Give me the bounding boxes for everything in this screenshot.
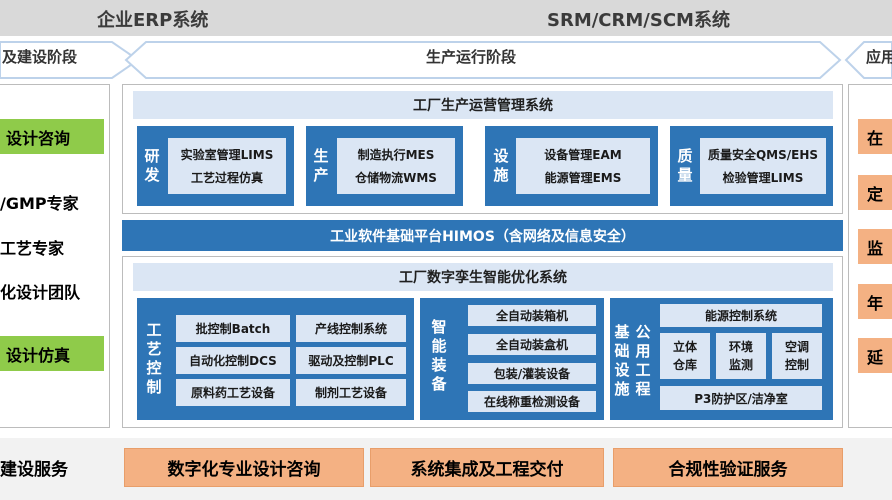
smart-equipment-item: 全自动装箱机 [468,305,596,326]
energy-control-item: 能源控制系统 [660,304,822,327]
utility-item: 空调控制 [772,333,822,379]
left-item: /GMP专家 [0,184,104,219]
phase-middle-label: 生产运行阶段 [426,48,517,66]
middle-phase-arrow [124,41,842,79]
phase-arrows [0,36,892,84]
utility-item-line: 控制 [784,358,809,372]
right-item: 定 [858,175,892,210]
ops-group-items: 实验室管理LIMS 工艺过程仿真 [168,138,286,194]
smart-equipment-item: 在线称重检测设备 [468,391,596,412]
service-box: 合规性验证服务 [613,448,843,487]
process-control-item: 自动化控制DCS [176,347,290,374]
top-band [0,0,892,36]
service-box: 数字化专业设计咨询 [124,448,364,487]
smart-equipment-item: 全自动装盒机 [468,334,596,355]
right-item: 年 [858,284,892,319]
platform-title: 工业软件基础平台HIMOS（含网络及信息安全） [330,228,635,245]
ops-item: 制造执行MES [357,148,435,162]
public-works-label: 公用工程 [635,323,651,398]
ops-group-items: 设备管理EAM 能源管理EMS [516,138,650,194]
utility-item: 环境监测 [716,333,766,379]
left-item-label: 设计咨询 [6,128,71,148]
ops-group-label: 生产 [313,147,329,184]
cleanroom-item: P3防护区/洁净室 [660,386,822,410]
ops-group-label: 研发 [144,147,160,184]
right-item-label: 定 [867,184,884,204]
utility-item-line: 环境 [728,340,753,354]
process-control-label: 工艺控制 [146,321,162,396]
ops-item: 检验管理LIMS [722,171,804,185]
process-control-item: 驱动及控制PLC [296,347,406,374]
ops-item: 质量安全QMS/EHS [707,148,819,162]
ops-item: 工艺过程仿真 [190,171,263,185]
phase-right-label: 应用 [866,48,892,66]
process-control-item: 原料药工艺设备 [176,379,290,406]
infrastructure-label: 基础设施 [614,323,630,398]
right-item: 监 [858,229,892,264]
right-phase-arrow [844,41,892,79]
process-control-item: 产线控制系统 [296,315,406,342]
platform-bar: 工业软件基础平台HIMOS（含网络及信息安全） [122,220,843,251]
left-item: 化设计团队 [0,273,104,308]
right-item-label: 在 [867,128,884,148]
left-item-label: 设计仿真 [6,345,71,365]
utility-item-line: 空调 [784,340,809,354]
process-control-item: 制剂工艺设备 [296,379,406,406]
ops-item: 能源管理EMS [544,171,622,185]
ops-item: 仓储物流WMS [355,171,437,185]
utility-item-line: 仓库 [672,358,697,372]
left-item-label: 化设计团队 [0,282,81,302]
ops-group-items: 质量安全QMS/EHS 检验管理LIMS [700,138,826,194]
left-item-label: 工艺专家 [0,238,65,258]
utility-item: 立体仓库 [660,333,710,379]
ops-group-label: 质量 [677,147,693,184]
phase-left-label: 及建设阶段 [2,48,78,66]
utility-item-line: 立体 [672,340,697,354]
right-item: 延 [858,338,892,373]
left-item-label: /GMP专家 [0,193,79,213]
service-box: 系统集成及工程交付 [370,448,604,487]
process-control-item: 批控制Batch [176,315,290,342]
digital-twin-title: 工厂数字孪生智能优化系统 [133,263,833,291]
srm-crm-scm-title: SRM/CRM/SCM系统 [547,10,730,31]
left-item: 工艺专家 [0,229,104,264]
bottom-left-label: 建设服务 [0,460,68,480]
smart-equipment-label: 智能装备 [431,318,447,393]
left-item: 设计仿真 [0,336,104,371]
utility-item-line: 监测 [728,358,753,372]
ops-item: 设备管理EAM [544,148,622,162]
left-phase-arrow [0,41,140,79]
erp-system-title: 企业ERP系统 [97,10,209,31]
right-item-label: 监 [867,238,884,258]
ops-group-label: 设施 [493,147,509,184]
ops-item: 实验室管理LIMS [180,148,274,162]
smart-equipment-item: 包装/灌装设备 [468,363,596,384]
left-item: 设计咨询 [0,119,104,154]
ops-group-items: 制造执行MES 仓储物流WMS [337,138,455,194]
right-item: 在 [858,119,892,154]
operations-title: 工厂生产运营管理系统 [133,91,833,119]
right-item-label: 年 [867,293,884,313]
right-item-label: 延 [867,347,884,367]
